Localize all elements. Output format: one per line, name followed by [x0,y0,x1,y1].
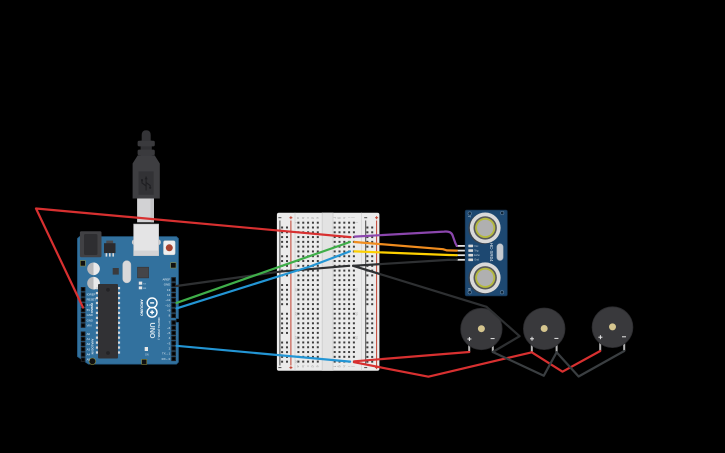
svg-text:~9: ~9 [167,309,171,313]
svg-text:A1: A1 [87,337,91,341]
svg-text:b: b [301,217,305,219]
svg-text:DIGITAL (PWM~): DIGITAL (PWM~) [157,317,161,339]
svg-text:TX: TX [143,283,146,285]
svg-text:20: 20 [355,312,359,316]
svg-text:~10: ~10 [165,303,170,307]
svg-text:c: c [306,217,310,219]
svg-text:POWER: POWER [90,303,94,314]
svg-text:Gnd: Gnd [474,259,479,262]
svg-text:30: 30 [294,360,298,364]
svg-text:g: g [337,217,341,219]
svg-text:10: 10 [294,264,298,268]
svg-text:GND: GND [164,283,170,287]
svg-text:ON: ON [145,354,149,357]
svg-text:15: 15 [294,288,298,292]
svg-text:j: j [352,365,356,367]
svg-text:A2: A2 [87,342,91,346]
svg-text:IOREF: IOREF [87,293,96,297]
svg-text:1: 1 [294,222,298,224]
svg-text:A5: A5 [87,358,91,362]
svg-text:d: d [311,365,315,367]
svg-text:b: b [301,365,305,367]
svg-text:c: c [306,366,310,368]
svg-text:AREF: AREF [162,278,170,282]
svg-text:UNO: UNO [148,323,157,339]
svg-text:HC-SR04: HC-SR04 [489,243,494,262]
svg-text:RESET: RESET [87,298,97,302]
svg-text:T: T [467,216,471,218]
svg-text:RX←0: RX←0 [162,357,171,361]
svg-text:Echo: Echo [474,254,480,257]
svg-text:e: e [316,217,320,219]
svg-text:A4: A4 [87,353,91,357]
svg-text:a: a [296,365,300,367]
svg-text:~5: ~5 [167,331,171,335]
svg-text:25: 25 [294,336,298,340]
svg-text:8: 8 [169,314,171,318]
svg-text:2: 2 [169,347,171,351]
svg-text:a: a [296,217,300,219]
svg-text:i: i [347,218,351,219]
svg-text:A0: A0 [87,332,91,336]
svg-text:7: 7 [169,321,171,325]
svg-text:1: 1 [355,222,359,224]
svg-text:Vcc: Vcc [474,245,479,248]
svg-text:TX→1: TX→1 [162,352,171,356]
svg-text:~3: ~3 [167,341,171,345]
svg-text:5V: 5V [87,308,91,312]
svg-text:f: f [333,366,337,367]
svg-text:~11: ~11 [165,298,170,302]
svg-text:g: g [337,365,341,367]
svg-text:25: 25 [355,336,359,340]
svg-text:12: 12 [167,293,171,297]
svg-text:ARDUINO: ARDUINO [140,299,144,316]
svg-text:h: h [342,365,346,367]
svg-text:h: h [342,217,346,219]
svg-text:j: j [352,217,356,219]
svg-text:20: 20 [294,312,298,316]
svg-text:Trig: Trig [474,250,479,253]
svg-text:e: e [316,365,320,367]
svg-text:13: 13 [167,288,171,292]
svg-text:GND: GND [87,313,93,317]
svg-text:~6: ~6 [167,326,171,330]
svg-text:3.3V: 3.3V [87,303,93,307]
svg-text:VIN: VIN [87,324,92,328]
svg-text:i: i [347,366,351,367]
svg-text:R: R [467,288,471,291]
svg-text:A3: A3 [87,347,91,351]
svg-text:5: 5 [294,241,298,243]
svg-text:d: d [311,217,315,219]
svg-text:15: 15 [355,288,359,292]
svg-text:f: f [333,217,337,218]
svg-text:4: 4 [169,336,171,340]
svg-text:RX: RX [143,288,147,290]
svg-text:ANALOG IN: ANALOG IN [91,339,95,355]
svg-text:GND: GND [87,318,93,322]
